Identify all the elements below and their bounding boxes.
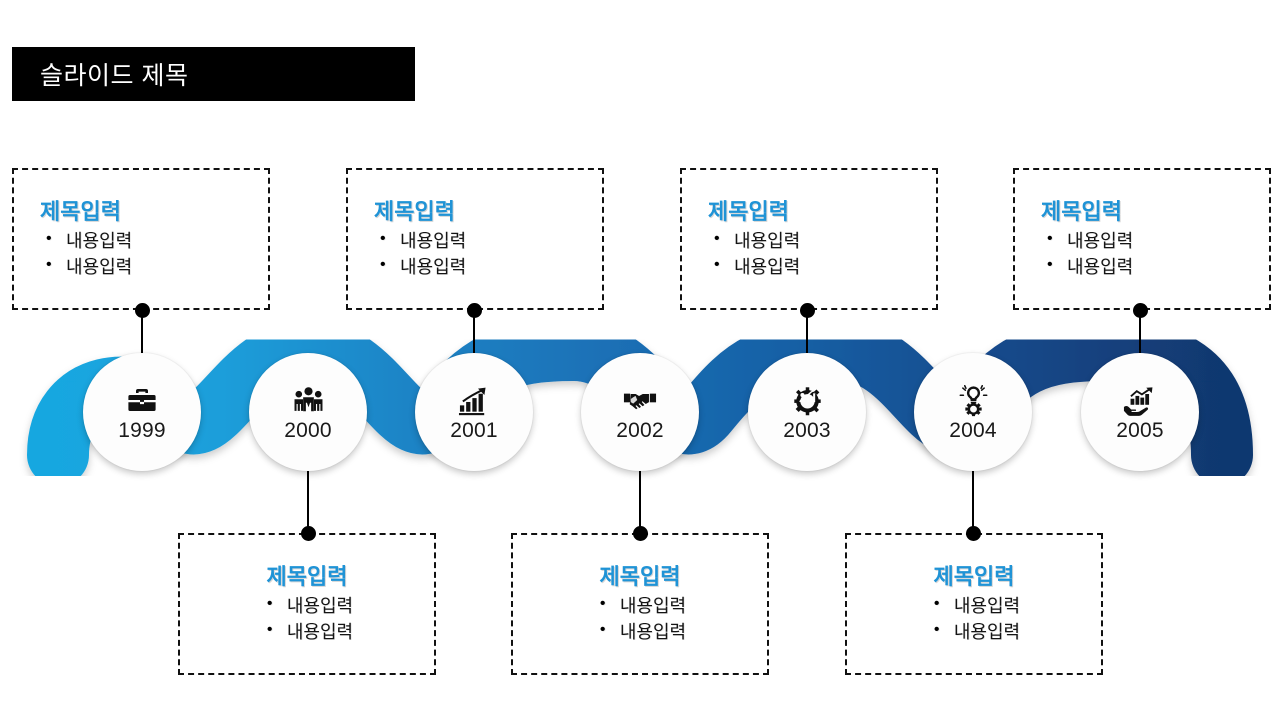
timeline-node-2003[interactable]: 2003 <box>748 353 866 471</box>
content-box-top-3[interactable]: 제목입력 내용입력 내용입력 <box>680 168 938 310</box>
handshake-icon <box>623 384 657 418</box>
list-item: 내용입력 <box>708 253 936 280</box>
content-box-bullets: 내용입력 내용입력 <box>374 227 602 280</box>
node-year-label: 2004 <box>949 418 997 442</box>
connector-dot-1999 <box>134 302 150 318</box>
timeline-node-2004[interactable]: 2004 <box>914 353 1032 471</box>
connector-dot-2003 <box>799 302 815 318</box>
team-people-icon <box>291 384 325 418</box>
content-box-title: 제목입력 <box>266 563 348 589</box>
connector-stem-2002 <box>639 466 641 533</box>
connector-dot-2005 <box>1132 302 1148 318</box>
growth-bar-chart-icon <box>457 384 491 418</box>
slide-title-bar[interactable]: 슬라이드 제목 <box>12 47 415 101</box>
content-box-bullets: 내용입력 내용입력 <box>594 592 686 645</box>
connector-dot-2002 <box>632 525 648 541</box>
node-year-label: 1999 <box>118 418 166 442</box>
content-box-bullets: 내용입력 내용입력 <box>261 592 353 645</box>
timeline-node-2001[interactable]: 2001 <box>415 353 533 471</box>
list-item: 내용입력 <box>594 618 686 645</box>
list-item: 내용입력 <box>374 227 602 254</box>
content-box-bottom-2[interactable]: 제목입력 내용입력 내용입력 <box>511 533 769 675</box>
node-year-label: 2003 <box>783 418 831 442</box>
timeline-node-1999[interactable]: 1999 <box>83 353 201 471</box>
timeline-node-2005[interactable]: 2005 <box>1081 353 1199 471</box>
node-year-label: 2005 <box>1116 418 1164 442</box>
hand-growth-chart-icon <box>1123 384 1157 418</box>
list-item: 내용입력 <box>40 253 268 280</box>
content-box-title: 제목입력 <box>40 198 121 224</box>
content-box-bottom-3[interactable]: 제목입력 내용입력 내용입력 <box>845 533 1103 675</box>
content-box-title: 제목입력 <box>933 563 1015 589</box>
content-box-title: 제목입력 <box>374 198 455 224</box>
list-item: 내용입력 <box>594 592 686 619</box>
list-item: 내용입력 <box>261 618 353 645</box>
connector-stem-2004 <box>972 466 974 533</box>
connector-dot-2000 <box>300 525 316 541</box>
connector-stem-2000 <box>307 466 309 533</box>
node-year-label: 2000 <box>284 418 332 442</box>
content-box-bottom-1[interactable]: 제목입력 내용입력 내용입력 <box>178 533 436 675</box>
content-box-top-4[interactable]: 제목입력 내용입력 내용입력 <box>1013 168 1271 310</box>
node-year-label: 2001 <box>450 418 498 442</box>
analytics-gear-icon <box>790 384 824 418</box>
list-item: 내용입력 <box>708 227 936 254</box>
connector-dot-2004 <box>965 525 981 541</box>
list-item: 내용입력 <box>40 227 268 254</box>
page-title: 슬라이드 제목 <box>40 62 189 90</box>
node-year-label: 2002 <box>616 418 664 442</box>
connector-dot-2001 <box>466 302 482 318</box>
list-item: 내용입력 <box>374 253 602 280</box>
content-box-title: 제목입력 <box>1041 198 1122 224</box>
timeline-node-2002[interactable]: 2002 <box>581 353 699 471</box>
timeline-node-2000[interactable]: 2000 <box>249 353 367 471</box>
list-item: 내용입력 <box>1041 227 1269 254</box>
list-item: 내용입력 <box>1041 253 1269 280</box>
content-box-title: 제목입력 <box>599 563 681 589</box>
content-box-top-2[interactable]: 제목입력 내용입력 내용입력 <box>346 168 604 310</box>
content-box-top-1[interactable]: 제목입력 내용입력 내용입력 <box>12 168 270 310</box>
list-item: 내용입력 <box>261 592 353 619</box>
content-box-bullets: 내용입력 내용입력 <box>1041 227 1269 280</box>
content-box-bullets: 내용입력 내용입력 <box>40 227 268 280</box>
briefcase-icon <box>125 384 159 418</box>
list-item: 내용입력 <box>928 618 1020 645</box>
content-box-title: 제목입력 <box>708 198 789 224</box>
content-box-bullets: 내용입력 내용입력 <box>928 592 1020 645</box>
content-box-bullets: 내용입력 내용입력 <box>708 227 936 280</box>
list-item: 내용입력 <box>928 592 1020 619</box>
lightbulb-gear-icon <box>956 384 990 418</box>
